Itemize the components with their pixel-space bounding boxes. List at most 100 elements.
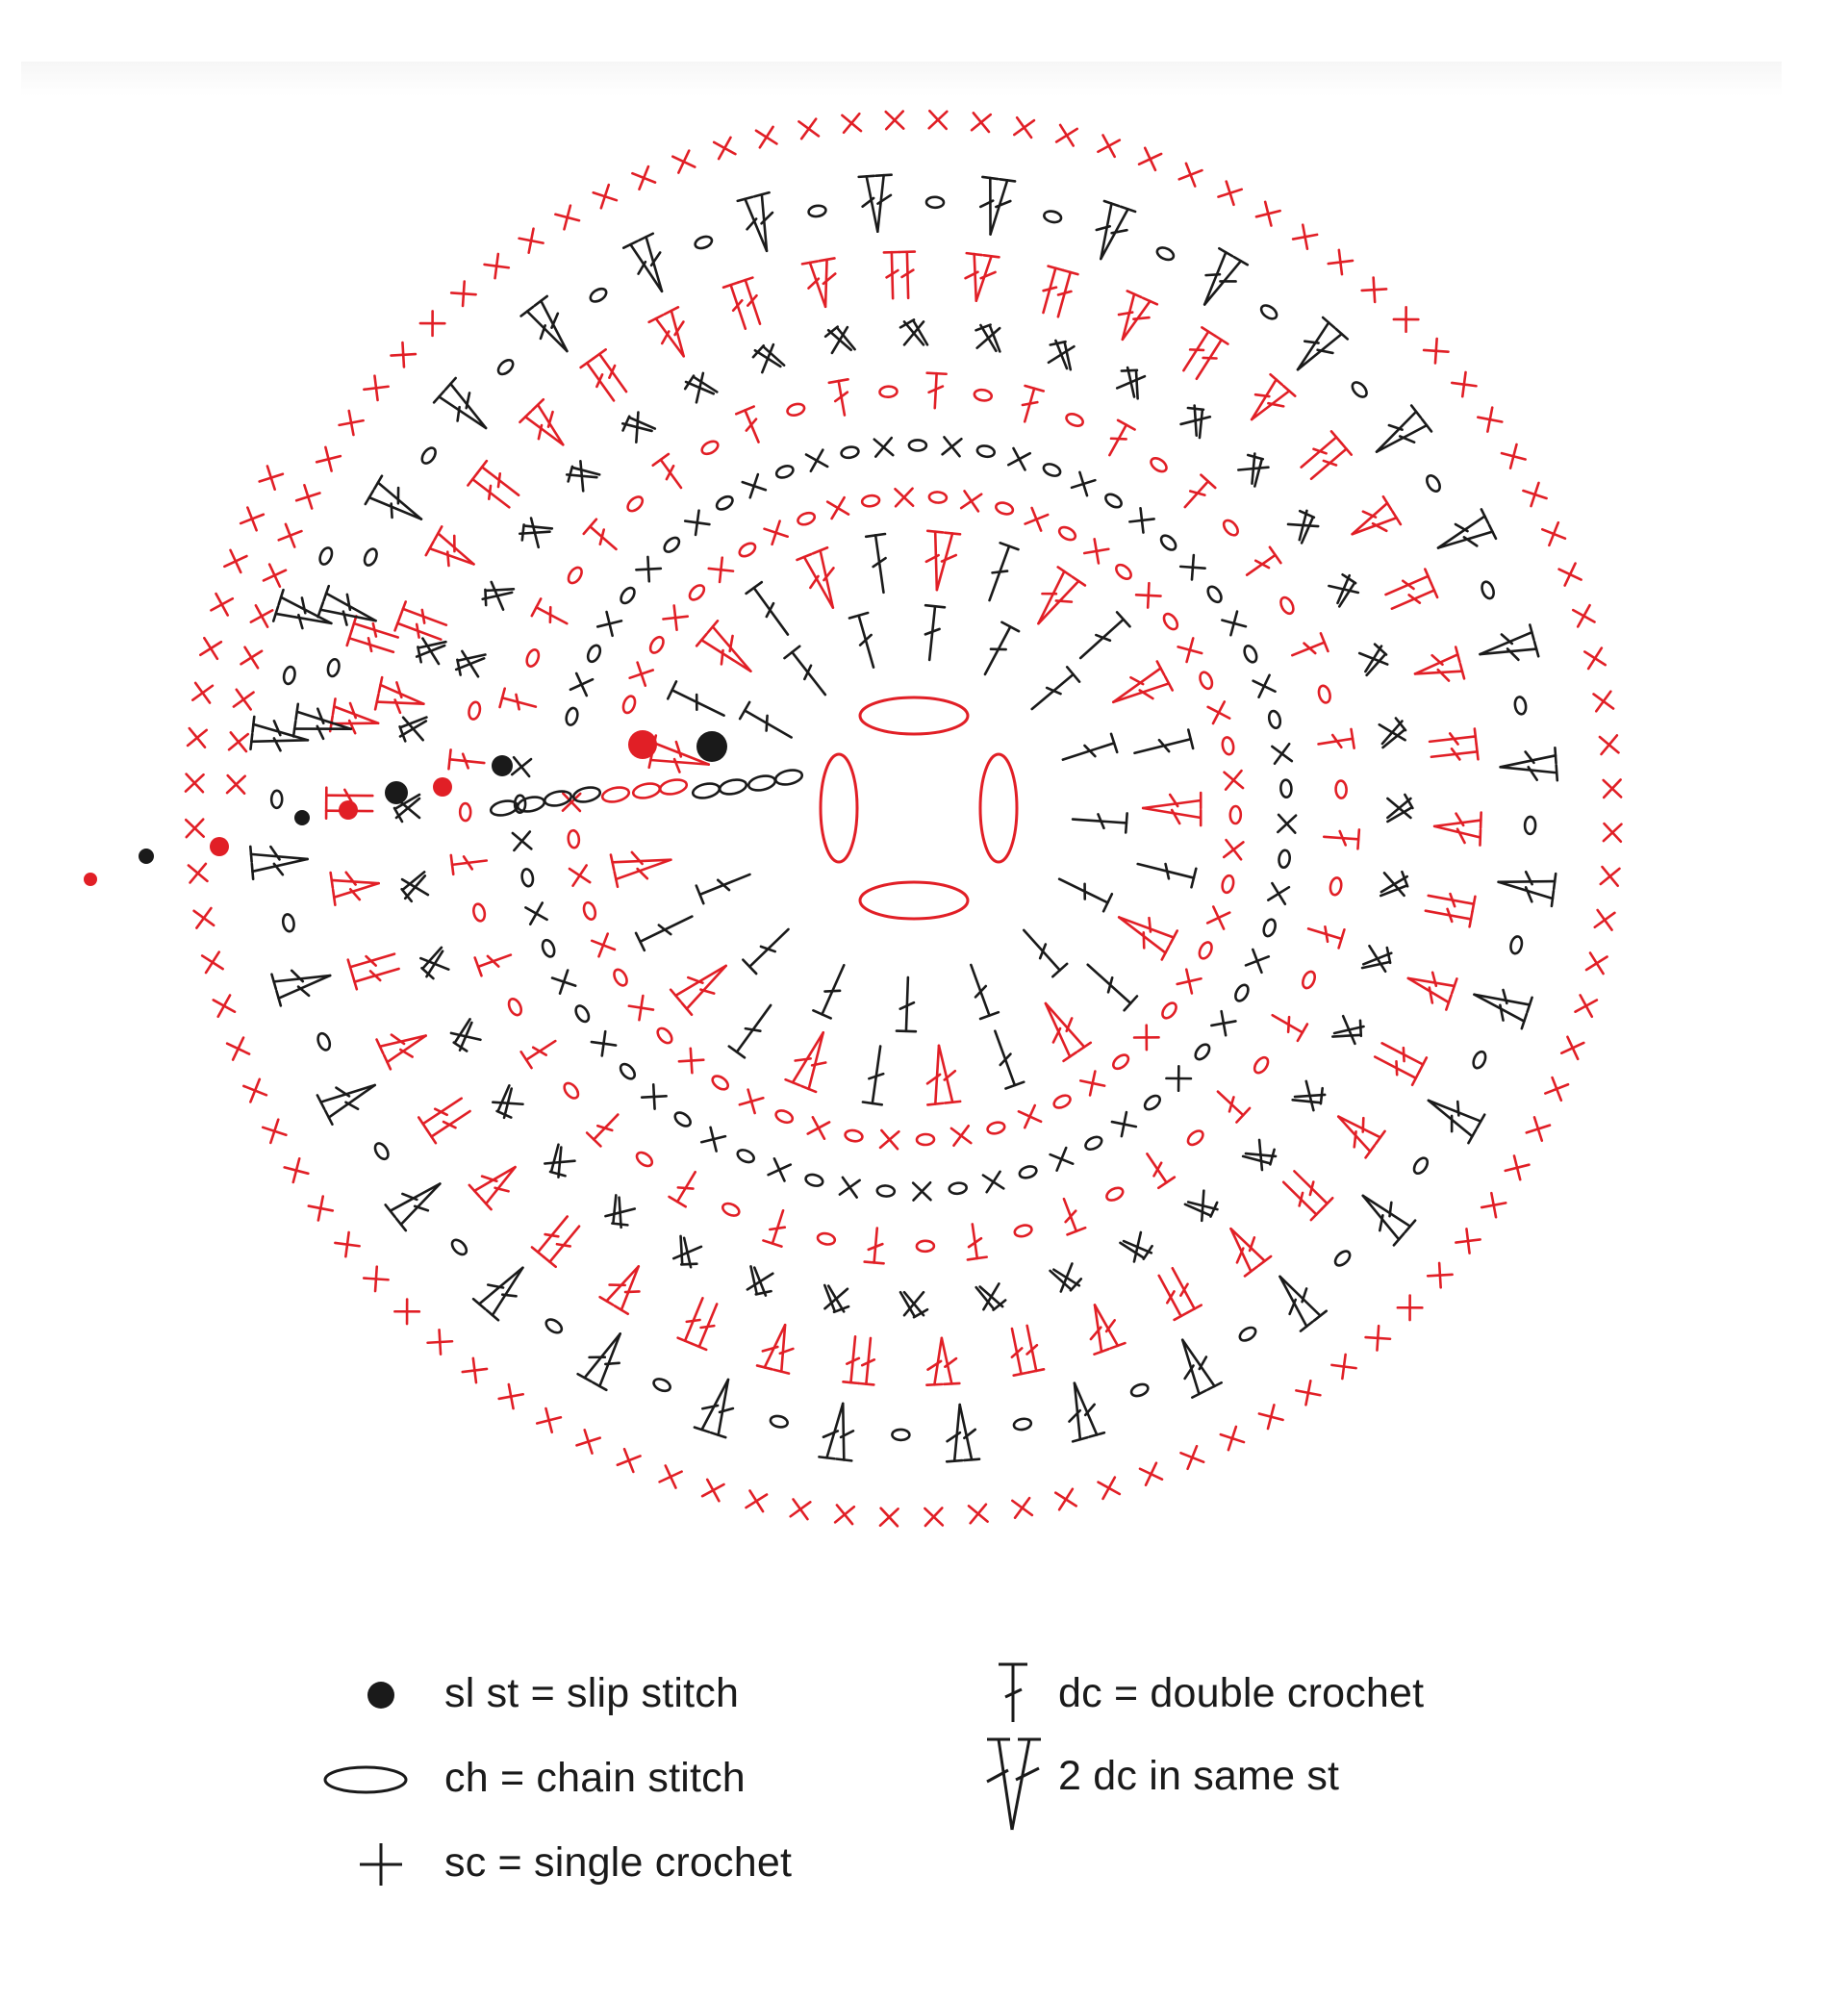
ring-8-2dc-ch-stitch: [1436, 508, 1498, 549]
ring-8-2dc-ch-stitch: [1426, 474, 1441, 493]
ring-9-sc-stitch: [483, 252, 511, 280]
ring-5-dc-ch-stitch: [700, 440, 720, 456]
ring-2-dc-groups-stitch: [994, 1029, 1025, 1090]
ring-4-ch-sc-stitch: [1006, 446, 1032, 471]
ring-8-2dc-ch-stitch: [420, 446, 437, 465]
ring-3-ch-sc-stitch: [567, 828, 581, 849]
tail-chain: [489, 799, 519, 817]
center-chain-oval: [858, 696, 970, 736]
ring-5-dc-ch-stitch: [519, 1039, 557, 1070]
ring-9-sc-stitch: [426, 1328, 454, 1356]
ring-4-ch-sc-stitch: [619, 1062, 637, 1080]
ring-8-2dc-ch-stitch: [1479, 623, 1540, 662]
ring-2-dc-groups-stitch: [864, 532, 887, 595]
ring-5-dc-ch-stitch: [878, 385, 899, 399]
ring-4-ch-sc-stitch: [975, 444, 996, 459]
ring-5-dc-ch-stitch: [863, 1227, 885, 1265]
ring-3-ch-sc-stitch: [927, 491, 949, 504]
ring-9-sc-stitch: [1544, 1076, 1570, 1102]
ring-3-ch-sc-stitch: [1221, 874, 1235, 895]
ring-8-2dc-ch-stitch: [1296, 316, 1350, 371]
ring-6-dc-pairs-stitch: [746, 1265, 774, 1297]
ring-4-ch-sc-stitch: [1262, 918, 1277, 938]
ring-3-ch-sc-stitch: [1057, 525, 1077, 542]
ring-2-dc-groups-stitch: [784, 1030, 827, 1094]
ring-8-2dc-ch-stitch: [1523, 815, 1537, 836]
ring-8-2dc-ch-stitch: [326, 657, 341, 678]
ring-3-ch-sc-stitch: [986, 1121, 1006, 1135]
ring-3-ch-sc-stitch: [738, 1088, 765, 1115]
ring-4-ch-sc-stitch: [741, 472, 768, 499]
ring-9-sc-stitch: [927, 109, 949, 131]
ring-3-ch-sc-stitch: [738, 542, 757, 558]
ring-4-ch-sc-stitch: [1278, 849, 1291, 870]
ring-6-dc-pairs-stitch: [492, 1084, 524, 1120]
ring-1-dc-stitch: [1022, 928, 1069, 978]
slip-stitch-icon: [367, 1682, 394, 1709]
ring-8-2dc-ch-stitch: [1472, 1050, 1487, 1070]
ring-9-sc-stitch: [1177, 162, 1203, 188]
ring-8-2dc-ch-stitch: [269, 789, 284, 810]
ring-9-sc-stitch: [1584, 951, 1608, 976]
ring-9-sc-stitch: [841, 112, 863, 135]
ring-9-sc-stitch: [575, 1429, 602, 1455]
ring-8-2dc-ch-stitch: [471, 1266, 524, 1322]
ring-7-dc-groups-stitch: [1351, 494, 1403, 536]
ring-2-dc-groups-stitch: [924, 529, 962, 592]
ring-9-sc-stitch: [307, 1195, 335, 1222]
ring-6-dc-pairs-stitch: [544, 1143, 576, 1178]
ring-7-dc-groups-stitch: [647, 306, 685, 358]
ring-9-sc-stitch: [1254, 200, 1281, 227]
ring-5-dc-ch-stitch: [585, 1113, 620, 1148]
ring-4-ch-sc-stitch: [1277, 813, 1298, 834]
ring-6-dc-pairs-stitch: [449, 1018, 482, 1052]
ring-2-dc-groups-stitch: [634, 915, 694, 952]
ring-5-dc-ch-stitch: [816, 1231, 837, 1246]
ring-3-ch-sc-stitch: [1228, 804, 1243, 825]
ring-4-ch-sc-stitch: [574, 1004, 591, 1024]
ring-2-dc-groups-stitch: [1136, 862, 1198, 889]
ring-9-sc-stitch: [1360, 276, 1388, 304]
ring-9-sc-stitch: [1053, 1487, 1078, 1511]
ring-9-sc-stitch: [1364, 1324, 1392, 1352]
ring-6-dc-pairs-stitch: [620, 411, 657, 443]
ring-9-sc-stitch: [1557, 562, 1582, 587]
ring-5-dc-ch: [447, 371, 1361, 1265]
ring-6-dc-pairs-stitch: [1357, 643, 1389, 677]
slip-stitch-dot: [139, 849, 154, 864]
ring-5-dc-ch-stitch: [473, 953, 513, 977]
ring-1-dc-stitch: [783, 645, 827, 697]
ring-8-2dc-ch-stitch: [1499, 747, 1559, 782]
ring-9-sc-stitch: [616, 1447, 642, 1474]
ring-9-sc-stitch: [225, 1036, 251, 1061]
ring-3-ch-sc-stitch: [1017, 1103, 1043, 1129]
ring-7-dc-groups-stitch: [375, 1033, 427, 1071]
ring-5-dc-ch-stitch: [626, 495, 645, 513]
single-crochet-icon: [360, 1843, 402, 1886]
ring-5-dc-ch-stitch: [468, 700, 482, 721]
ring-9-sc-stitch: [1217, 180, 1244, 207]
ring-8-2dc-ch-stitch: [1202, 246, 1250, 306]
ring-8-2dc-ch-stitch: [589, 287, 608, 303]
ring-3-ch-sc-stitch: [1112, 1053, 1130, 1071]
ring-3-ch-sc-stitch: [628, 661, 655, 687]
ring-3-ch-sc-stitch: [894, 487, 915, 508]
legend-single-crochet: sc = single crochet: [317, 1826, 856, 1903]
ring-3-ch-sc-stitch: [677, 1047, 705, 1075]
ring-8-2dc-ch-stitch: [1351, 381, 1368, 398]
ring-1-dc-stitch: [983, 621, 1021, 676]
ring-8-2dc-ch-stitch: [1481, 580, 1495, 600]
ring-9-sc-stitch: [449, 280, 477, 308]
ring-6-dc-pairs: [392, 318, 1414, 1319]
center-ring: [819, 696, 1019, 921]
ring-2-dc-groups-stitch: [1133, 728, 1195, 755]
ring-3-ch-sc-stitch: [825, 495, 850, 520]
ring-8-2dc-ch-stitch: [249, 715, 310, 752]
ring-4-ch-sc-stitch: [1206, 585, 1223, 604]
ring-2-dc-groups-stitch: [796, 545, 835, 609]
slip-stitch-dot: [492, 755, 513, 776]
ring-3-ch-sc-stitch: [707, 556, 735, 584]
starting-chain-tail: [84, 730, 804, 886]
ring-6-dc-pairs-stitch: [1386, 793, 1414, 824]
center-chain-oval: [978, 752, 1019, 864]
